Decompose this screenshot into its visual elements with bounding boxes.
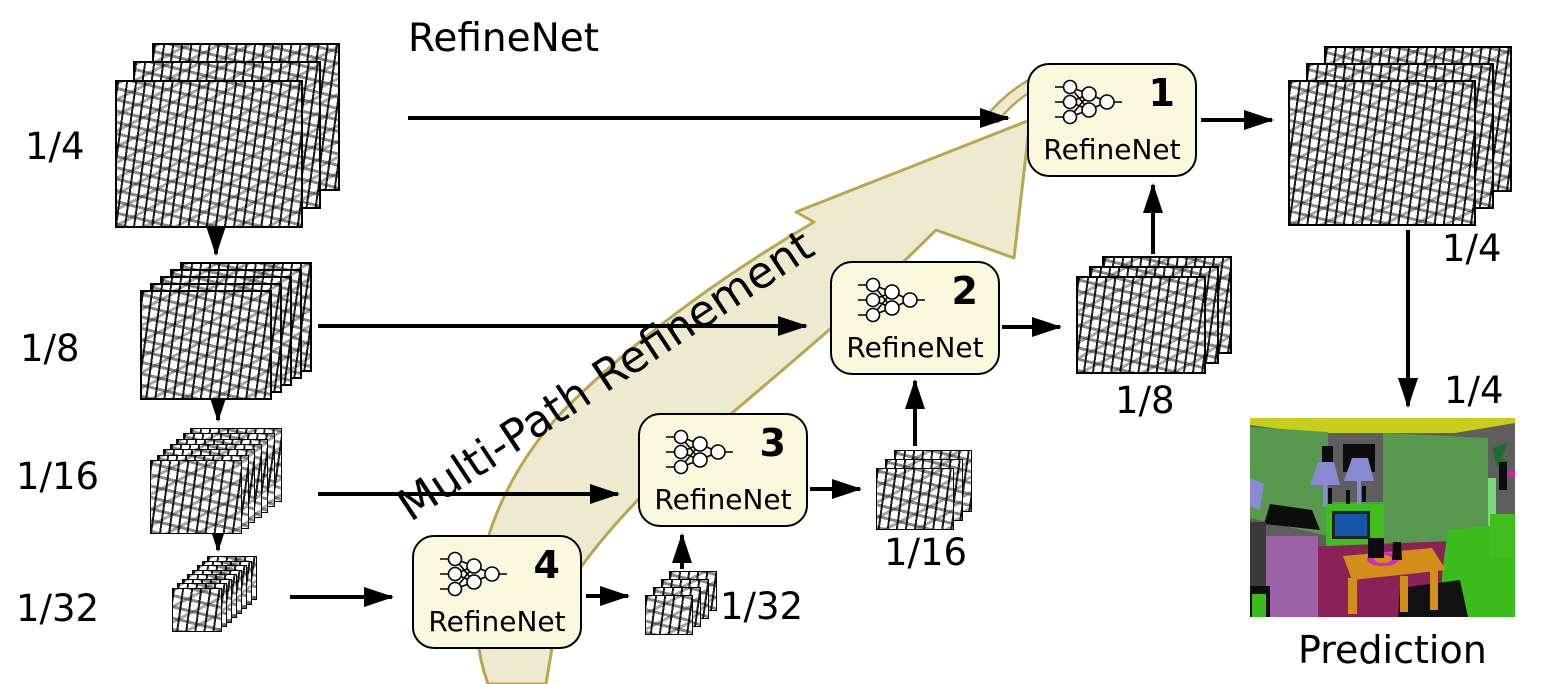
- refinenet-block-3: 3 RefineNet: [638, 413, 808, 527]
- prediction-label: Prediction: [1298, 628, 1487, 672]
- feature-stack-input-1-8: [140, 262, 312, 400]
- refinenet-block-4: 4 RefineNet: [412, 535, 582, 649]
- scale-label-output-1-32: 1/32: [720, 585, 804, 628]
- feature-map-card: [876, 468, 954, 530]
- network-icon: [440, 551, 507, 597]
- block-number: 1: [1148, 71, 1175, 115]
- block-number: 3: [759, 421, 786, 465]
- scale-label-output-1-8: 1/8: [1115, 379, 1175, 422]
- refinenet-block-2: 2 RefineNet: [830, 261, 1000, 375]
- feature-stack-input-1-32: [172, 556, 258, 632]
- scale-label-output-1-16: 1/16: [884, 531, 968, 574]
- network-icon: [1055, 79, 1122, 125]
- block-label: RefineNet: [428, 605, 566, 638]
- feature-map-card: [150, 460, 242, 534]
- block-number: 4: [533, 543, 560, 587]
- block-number: 2: [951, 269, 978, 313]
- feature-stack-input-1-4: [115, 43, 340, 228]
- network-icon: [858, 277, 925, 323]
- feature-stack-input-1-16: [150, 428, 282, 534]
- feature-stack-output-1-4: [1288, 46, 1512, 226]
- scale-label-input-1-4: 1/4: [25, 125, 85, 168]
- scale-label-input-1-16: 1/16: [16, 455, 100, 498]
- feature-stack-output-1-16: [876, 450, 972, 530]
- scale-label-input-1-8: 1/8: [20, 327, 80, 370]
- block-label: RefineNet: [1043, 133, 1181, 166]
- feature-map-card: [115, 80, 303, 228]
- feature-stack-output-1-32: [645, 571, 717, 635]
- page-title: RefineNet: [408, 16, 600, 61]
- scale-label-input-1-32: 1/32: [16, 587, 100, 630]
- prediction-image: [1250, 418, 1515, 617]
- network-icon: [666, 429, 733, 475]
- feature-map-card: [645, 595, 693, 635]
- feature-map-card: [1076, 276, 1206, 374]
- block-label: RefineNet: [846, 331, 984, 364]
- scale-label-output-1-4: 1/4: [1442, 227, 1502, 270]
- block-label: RefineNet: [654, 483, 792, 516]
- refinenet-block-1: 1 RefineNet: [1027, 63, 1197, 177]
- feature-stack-output-1-8: [1076, 256, 1232, 374]
- scale-label-prediction-1-4: 1/4: [1444, 369, 1504, 412]
- feature-map-card: [1288, 80, 1476, 226]
- feature-map-card: [140, 290, 272, 400]
- feature-map-card: [172, 588, 222, 632]
